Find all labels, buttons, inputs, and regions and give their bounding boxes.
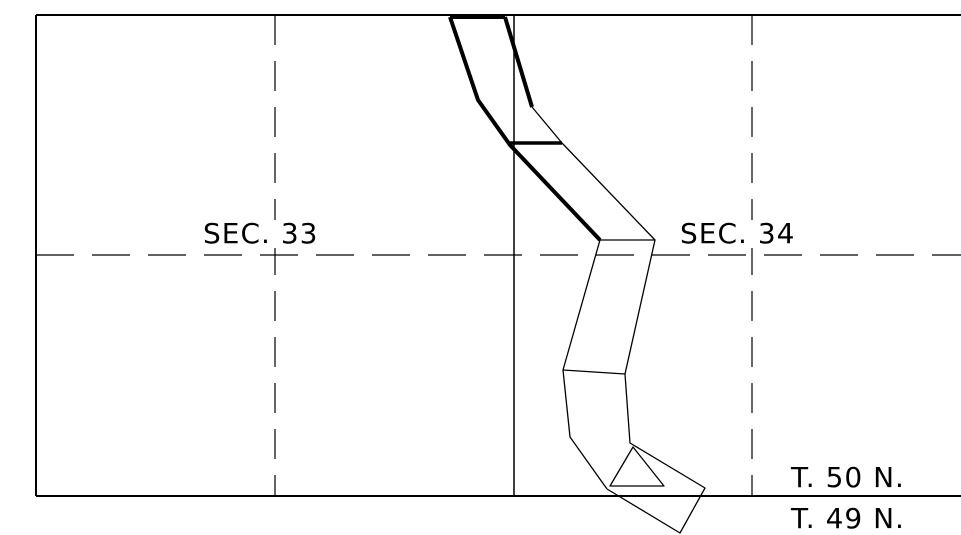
- township-south-label: T. 49 N.: [791, 502, 905, 535]
- corridor-west-edge: [448, 16, 602, 242]
- township-north-label: T. 50 N.: [791, 461, 905, 494]
- corridor-east-edge: [503, 16, 534, 108]
- quarter-section-lines: [36, 15, 961, 496]
- corridor-west-edge-thin: [562, 239, 608, 490]
- corridor-thin-outline: [531, 106, 706, 534]
- section-33-label: SEC. 33: [199, 220, 323, 248]
- section-34-label: SEC. 34: [676, 220, 800, 248]
- corridor-east-edge-thin: [531, 106, 706, 534]
- corridor-thick-outline: [448, 15, 602, 242]
- cross-line-lower: [562, 369, 626, 375]
- triangle-parcel: [609, 446, 665, 487]
